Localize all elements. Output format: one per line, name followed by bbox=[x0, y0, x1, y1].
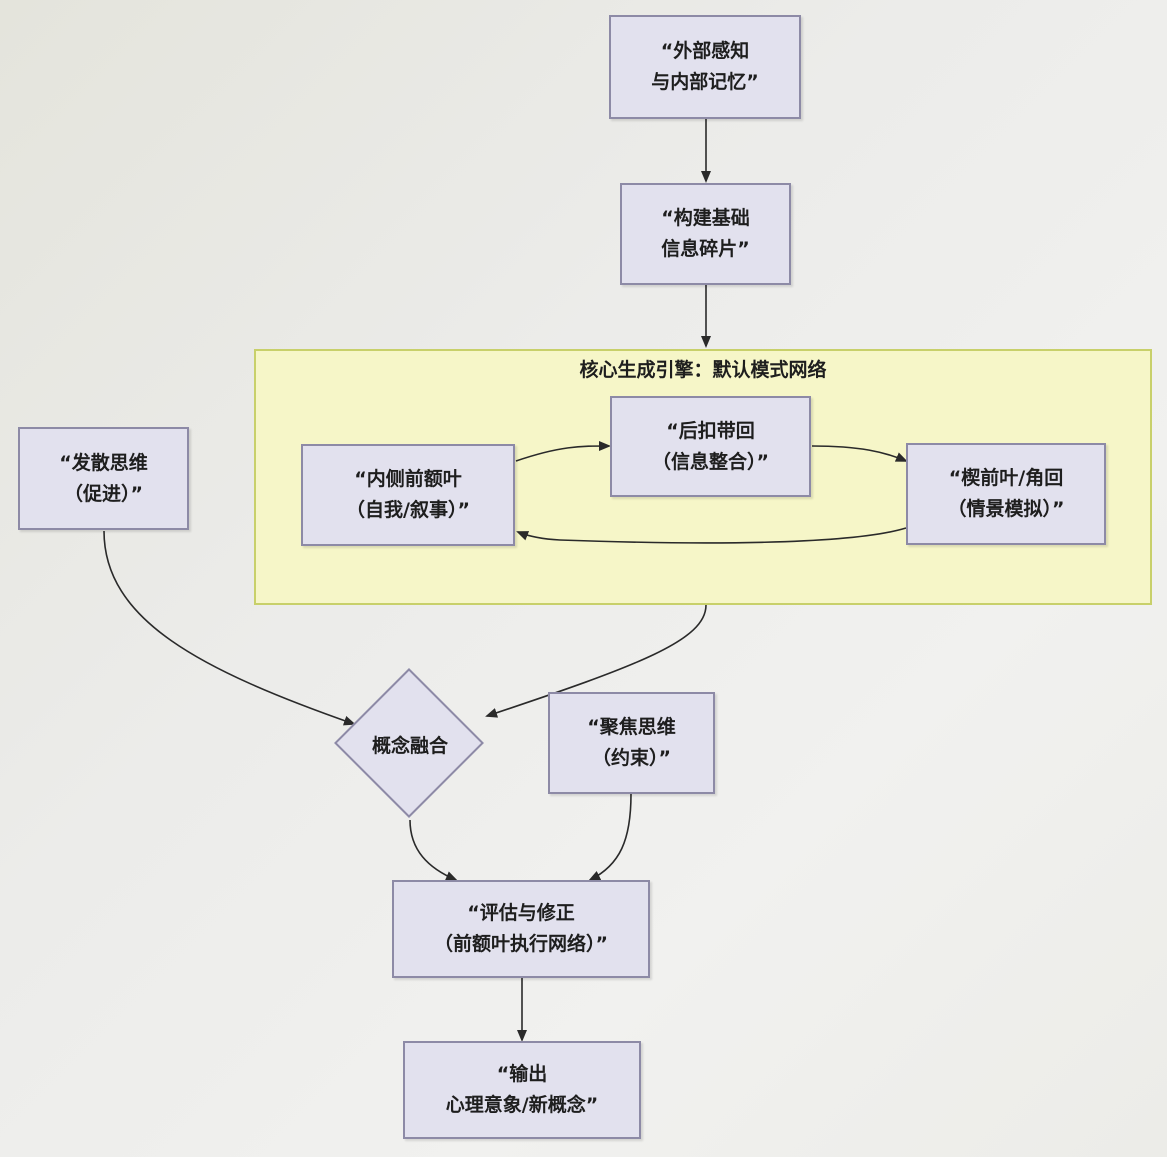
node-label-line1: “内侧前额叶 bbox=[354, 468, 462, 490]
node-label-line1: “发散思维 bbox=[59, 451, 148, 474]
node-medial-prefrontal: “内侧前额叶 （自我/叙事）” bbox=[301, 444, 515, 546]
node-label-line2: （信息整合）” bbox=[652, 450, 769, 473]
node-label-line1: “后扣带回 bbox=[666, 419, 755, 442]
node-divergent-thinking: “发散思维 （促进）” bbox=[18, 427, 189, 530]
node-label-line2: （约束）” bbox=[592, 747, 671, 769]
node-concept-fusion: 概念融合 bbox=[334, 668, 486, 820]
edge-mpfc-to-pcc bbox=[515, 441, 611, 462]
edge-pcc-to-precuneus bbox=[811, 445, 908, 462]
node-label-line1: “构建基础 bbox=[661, 207, 750, 229]
node-posterior-cingulate: “后扣带回 （信息整合）” bbox=[610, 396, 811, 497]
edge-convergent-to-evaluate bbox=[588, 793, 632, 881]
node-label-line2: （情景模拟）” bbox=[947, 498, 1065, 520]
node-precuneus: “楔前叶/角回 （情景模拟）” bbox=[906, 443, 1106, 545]
node-build-fragments: “构建基础 信息碎片” bbox=[620, 183, 791, 285]
node-label-line2: （促进）” bbox=[64, 482, 143, 505]
node-label-line2: （自我/叙事）” bbox=[346, 499, 470, 521]
node-output: “输出 心理意象/新概念” bbox=[403, 1041, 641, 1139]
group-title: 核心生成引擎：默认模式网络 bbox=[579, 359, 827, 381]
diamond-label: 概念融合 bbox=[371, 734, 448, 757]
node-convergent-thinking: “聚焦思维 （约束）” bbox=[548, 692, 715, 794]
node-label-line1: “评估与修正 bbox=[467, 902, 575, 924]
node-label-line2: 信息碎片” bbox=[661, 238, 750, 260]
edge-engine-to-fusion bbox=[485, 604, 707, 718]
node-evaluate-revise: “评估与修正 （前额叶执行网络）” bbox=[392, 880, 650, 978]
edge-divergent-to-fusion bbox=[103, 530, 356, 726]
node-label-line2: 与内部记忆” bbox=[651, 71, 759, 93]
edge-fusion-to-evaluate bbox=[409, 819, 458, 881]
node-label-line1: “外部感知 bbox=[660, 40, 750, 62]
node-external-perception: “外部感知 与内部记忆” bbox=[609, 15, 801, 119]
node-label-line2: （前额叶执行网络）” bbox=[434, 933, 608, 955]
node-label-line2: 心理意象/新概念” bbox=[445, 1094, 599, 1116]
node-label-line1: “楔前叶/角回 bbox=[948, 467, 1064, 489]
node-label-line1: “输出 bbox=[496, 1063, 548, 1085]
node-label-line1: “聚焦思维 bbox=[587, 716, 676, 738]
edge-precuneus-to-mpfc bbox=[516, 527, 907, 544]
